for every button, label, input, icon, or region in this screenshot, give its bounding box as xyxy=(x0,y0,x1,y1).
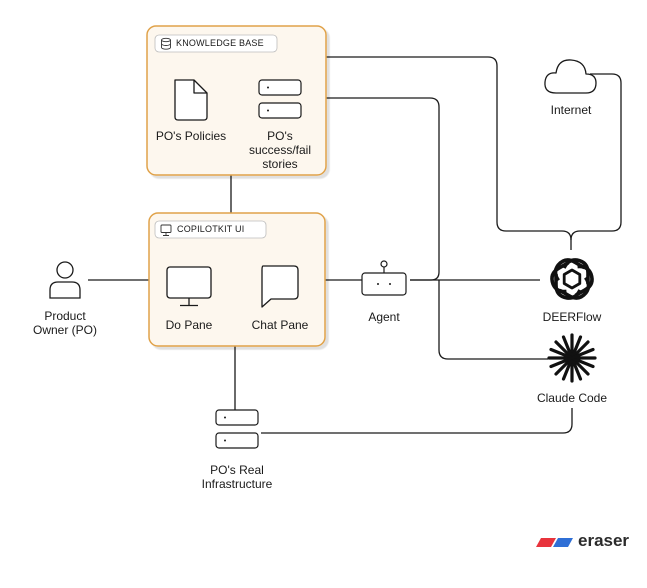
agent-label: Agent xyxy=(368,310,400,324)
edge-kb-to-agent xyxy=(326,97,440,281)
internet-label: Internet xyxy=(550,103,592,117)
po-stories-label-line-2: success/fail xyxy=(248,143,312,157)
edge-agent-to-claude xyxy=(438,280,548,360)
knowledge-base-title: KNOWLEDGE BASE xyxy=(176,38,264,48)
monitor-small-icon xyxy=(160,224,172,236)
server-icon xyxy=(258,79,302,119)
monitor-icon xyxy=(166,266,212,307)
do-pane-label: Do Pane xyxy=(165,318,213,332)
po-stories-label: PO's success/fail stories xyxy=(230,129,330,171)
po-infra-label-line-2: Infrastructure xyxy=(201,477,273,491)
po-infra-label-line-1: PO's Real xyxy=(210,463,264,477)
eraser-logo-icon xyxy=(536,538,573,547)
claude-code-label: Claude Code xyxy=(536,391,608,405)
database-icon xyxy=(161,37,171,50)
copilotkit-ui-group xyxy=(148,212,326,347)
robot-icon xyxy=(361,260,407,296)
po-infra-label: PO's Real Infrastructure xyxy=(177,463,297,491)
openai-icon xyxy=(545,253,599,305)
product-owner-label-line-2: Owner (PO) xyxy=(32,323,97,337)
claude-icon xyxy=(547,333,597,383)
chat-icon xyxy=(261,265,299,308)
document-icon xyxy=(174,79,208,121)
po-policies-label: PO's Policies xyxy=(155,129,227,143)
deerflow-label: DEERFlow xyxy=(542,310,602,324)
user-icon xyxy=(49,261,81,299)
po-stories-label-line-1: PO's xyxy=(267,129,293,143)
knowledge-base-group xyxy=(146,25,327,176)
eraser-brand-name: eraser xyxy=(578,531,630,550)
edge-kb-to-deerflow xyxy=(326,56,572,250)
edge-claude-to-infra xyxy=(261,408,573,434)
copilotkit-ui-tag xyxy=(154,220,267,239)
product-owner-label-line-1: Product xyxy=(44,309,86,323)
edge-internet-to-deerflow xyxy=(570,73,622,241)
copilotkit-ui-title: COPILOTKIT UI xyxy=(177,224,245,234)
po-stories-label-line-3: stories xyxy=(262,157,298,171)
knowledge-base-tag xyxy=(154,34,278,53)
cloud-icon xyxy=(544,59,597,94)
infra-server-icon xyxy=(215,409,259,449)
product-owner-label: Product Owner (PO) xyxy=(15,309,115,337)
chat-pane-label: Chat Pane xyxy=(251,318,309,332)
